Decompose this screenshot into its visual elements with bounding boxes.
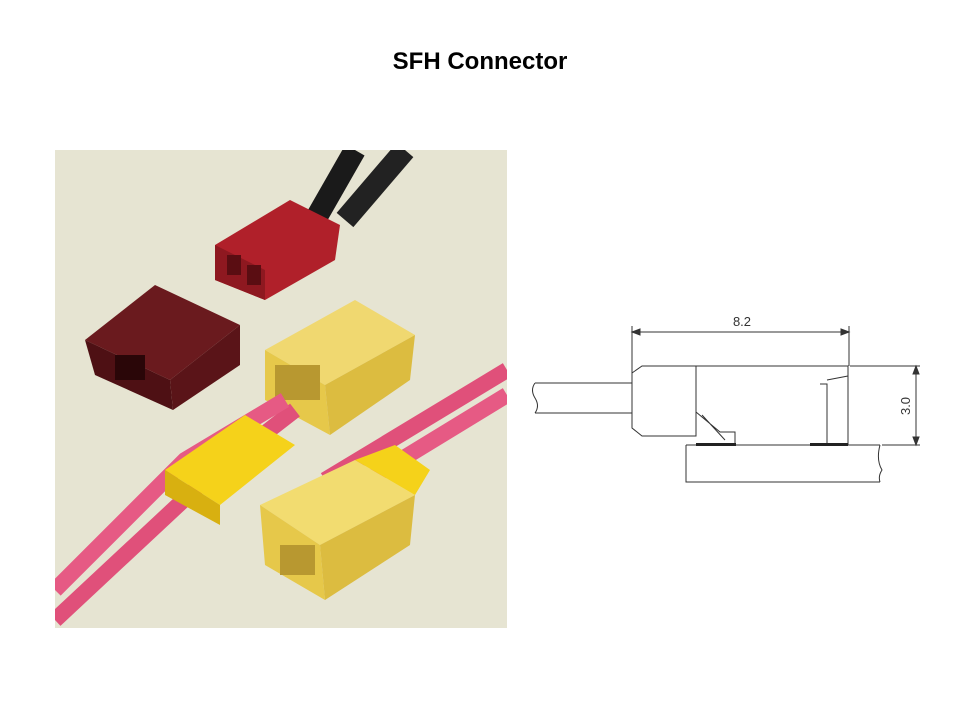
height-dimension-label: 3.0 <box>898 397 913 415</box>
dark-header <box>85 285 240 410</box>
red-plug <box>215 200 340 300</box>
slide-title: SFH Connector <box>392 48 568 75</box>
pcb-outline <box>685 444 883 483</box>
yellow-header <box>265 300 415 435</box>
yellow-mated-connector <box>260 445 430 600</box>
sfh-dimension-drawing: 8.2 3.0 <box>532 314 920 483</box>
plug-outline <box>631 365 697 437</box>
connector-photo <box>55 150 507 628</box>
yellow-plug <box>165 415 295 525</box>
width-dimension-label: 8.2 <box>733 314 751 329</box>
cable-outline <box>532 382 632 414</box>
